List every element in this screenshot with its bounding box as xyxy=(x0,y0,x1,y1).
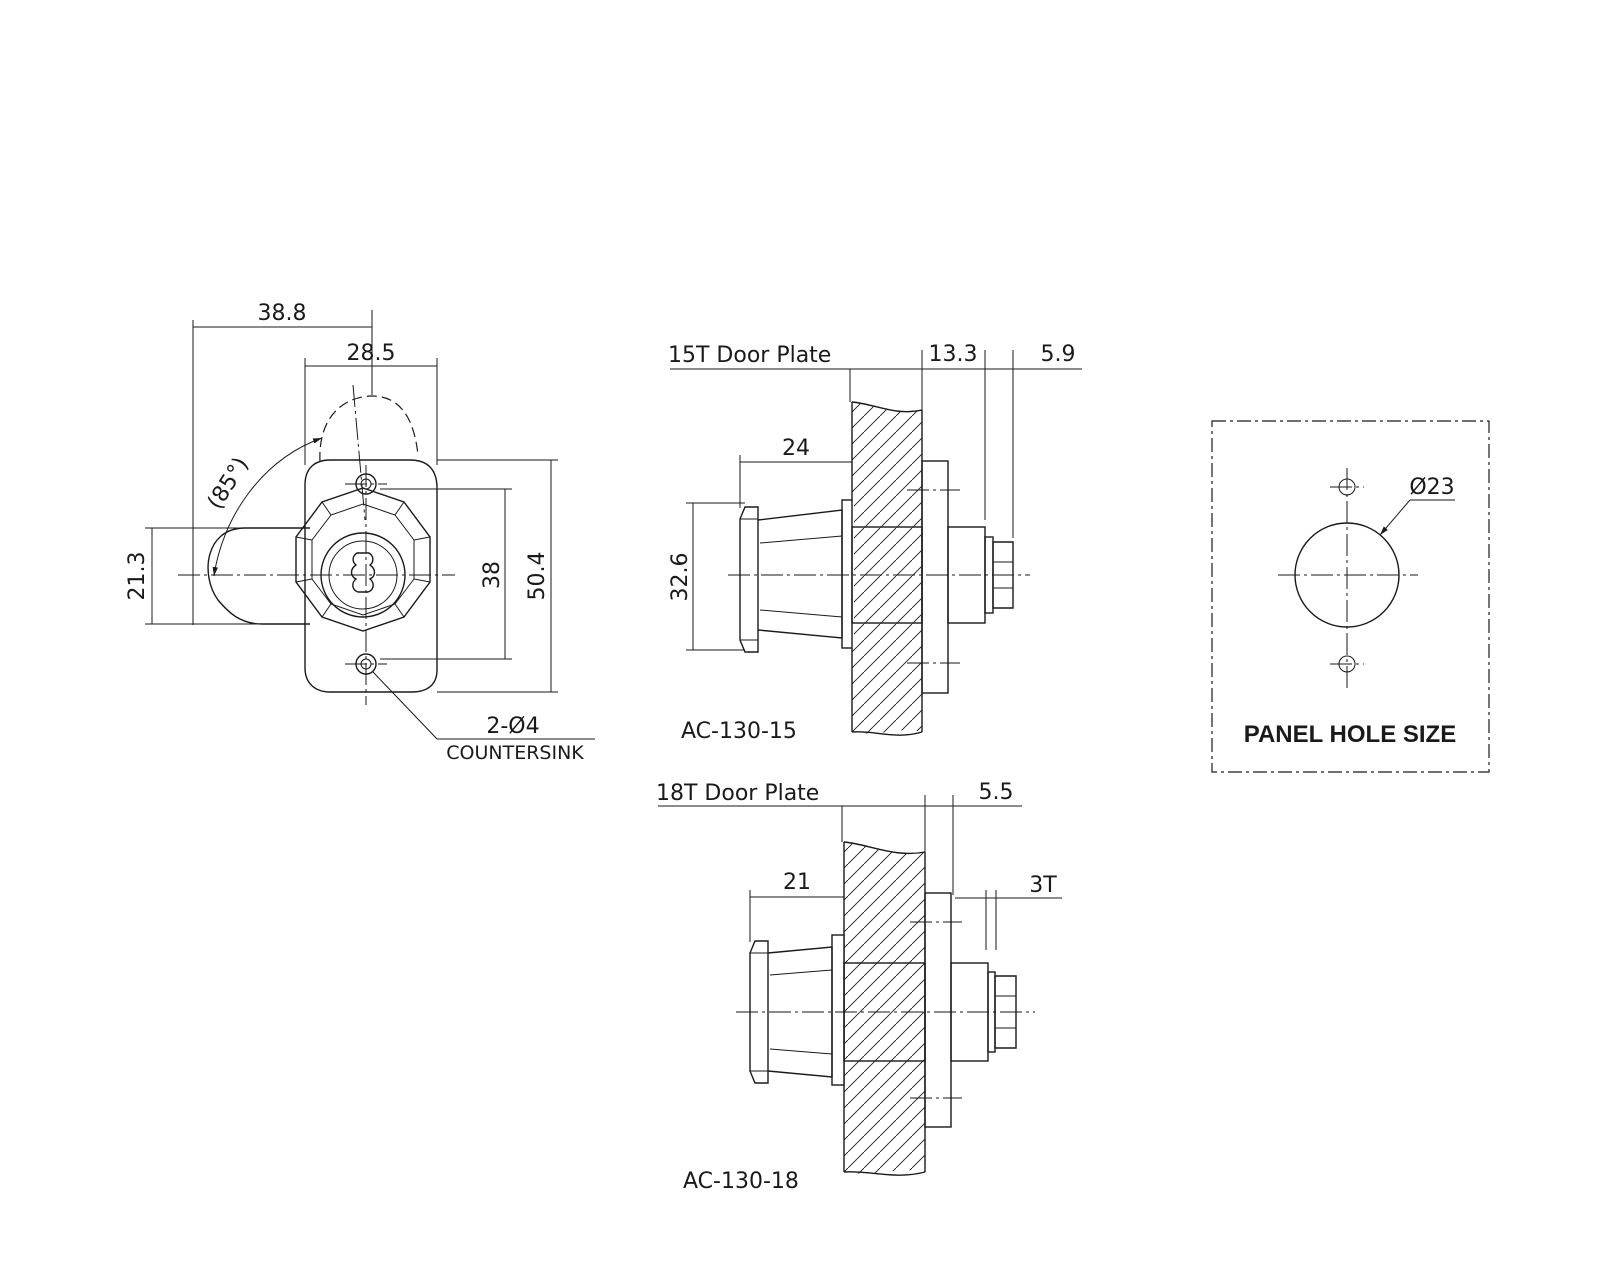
dim-32-6: 32.6 xyxy=(668,553,693,602)
plate-label-18t: 18T Door Plate xyxy=(656,781,819,806)
cam-arm xyxy=(207,527,310,625)
cam-rotated-outline xyxy=(319,395,419,463)
head-taper-18 xyxy=(767,946,833,1078)
dim-d23: Ø23 xyxy=(1409,475,1454,500)
lock-body-plate xyxy=(304,459,438,693)
dim-angle-85: (85°) xyxy=(203,453,254,514)
note-countersink: COUNTERSINK xyxy=(446,742,584,764)
head-taper-15 xyxy=(757,509,843,639)
side-view-ac-130-18: 18T Door Plate 5.5 21 xyxy=(656,780,1062,1194)
panel-hole-size: Ø23 PANEL HOLE SIZE xyxy=(1211,420,1490,773)
dim-28-5: 28.5 xyxy=(347,341,396,366)
dim-cam-height: 21.3 xyxy=(125,527,260,625)
note-2-d4: 2-Ø4 xyxy=(486,714,539,739)
head-15 xyxy=(739,506,759,653)
nut-18 xyxy=(994,975,1017,1049)
washer-plate-18 xyxy=(924,892,952,1128)
dim-13-3: 13.3 xyxy=(929,342,978,367)
dim-24: 24 xyxy=(782,436,810,461)
dim-5-5: 5.5 xyxy=(979,780,1014,805)
dim-5-9: 5.9 xyxy=(1041,342,1076,367)
model-ac-130-18: AC-130-18 xyxy=(683,1169,799,1194)
dim-hole-pitch: 38 xyxy=(380,488,512,660)
dim-overall-width: 38.8 xyxy=(192,301,373,625)
panel-hole-title: PANEL HOLE SIZE xyxy=(1244,721,1456,748)
front-view: 38.8 28.5 (85°) xyxy=(125,301,595,764)
panel-hole-frame xyxy=(1211,420,1490,773)
lock-head-decagon xyxy=(295,487,431,632)
dim-3t: 3T xyxy=(1029,873,1057,898)
dim-21: 21 xyxy=(783,870,811,895)
dim-38: 38 xyxy=(480,561,505,589)
lock-head-inner xyxy=(311,503,415,616)
dim-21-3: 21.3 xyxy=(125,552,150,601)
washer-plate-15 xyxy=(921,460,949,694)
dim-50-4: 50.4 xyxy=(525,552,550,601)
dim-body-width: 28.5 xyxy=(304,341,438,465)
dim-body-height: 50.4 xyxy=(437,459,558,693)
side-view-ac-130-15: 15T Door Plate 13.3 5.9 xyxy=(668,342,1082,744)
model-ac-130-15: AC-130-15 xyxy=(681,719,797,744)
keyway-icon xyxy=(350,552,376,593)
nut-15 xyxy=(992,541,1014,609)
dim-38-8: 38.8 xyxy=(258,301,307,326)
leader-countersink: 2-Ø4 COUNTERSINK xyxy=(372,671,595,764)
plate-label-15t: 15T Door Plate xyxy=(668,343,831,368)
